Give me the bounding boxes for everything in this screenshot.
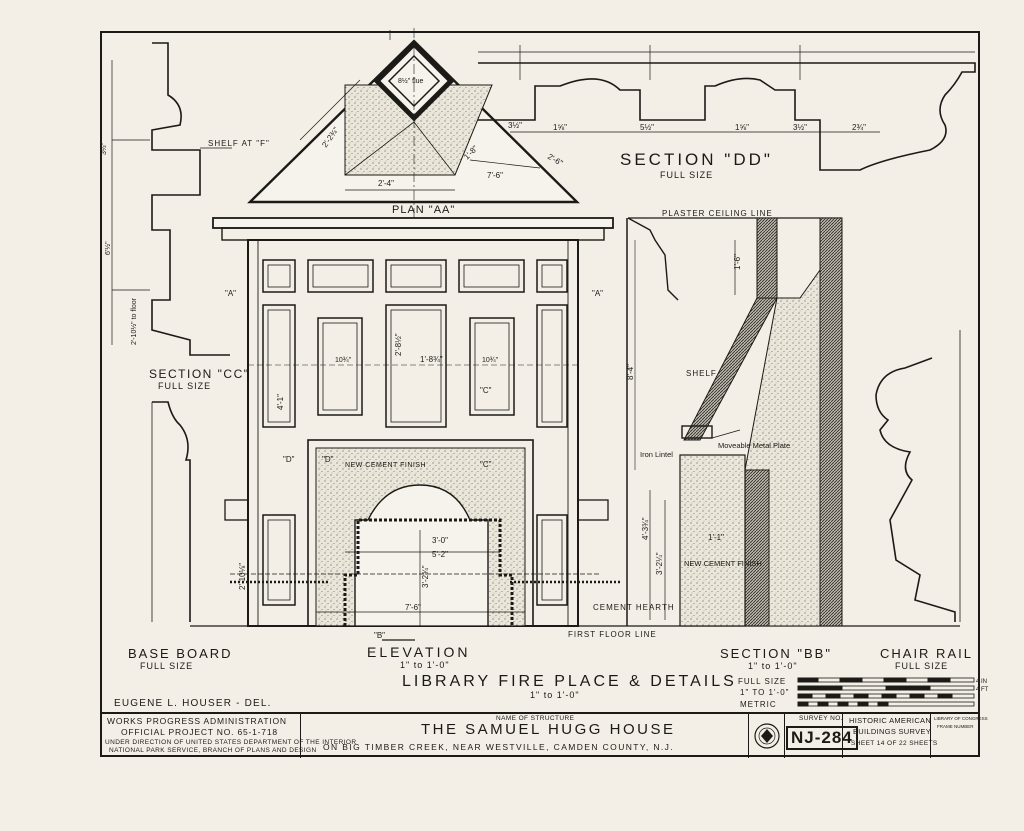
base-board-scale: FULL SIZE [140,661,194,671]
section-cc-profile [111,42,232,356]
plan-dim-3: 2'-6" [546,152,564,168]
title-block-loc: LIBRARY OF CONGRESS FRAME NUMBER [931,714,988,758]
section-bb-dim-5: 1'-1" [708,533,724,542]
elevation-marker-b: "B" [374,631,385,640]
project-number: OFFICIAL PROJECT NO. 65-1-718 [121,727,278,737]
title-block: WORKS PROGRESS ADMINISTRATION OFFICIAL P… [101,712,988,758]
title-block-seal [749,714,785,758]
title-block-agency: WORKS PROGRESS ADMINISTRATION OFFICIAL P… [101,714,356,758]
elevation-marker-c-low: "C" [480,460,492,469]
section-bb-dim-2: 8'-4" [626,364,635,380]
structure-caption: NAME OF STRUCTURE [496,715,575,722]
plan-dim-4: 7'-6" [487,171,503,180]
chair-rail-scale: FULL SIZE [895,661,949,671]
section-cc-dim-3: 2'-10½" to floor [130,297,138,345]
elevation-dim-7: 2'-10⅛" [238,563,247,590]
elevation-marker-a-right: "A" [592,289,603,298]
section-cc-dim-1: 3½" [100,142,108,155]
section-dd-profile [478,45,976,171]
agency-name: WORKS PROGRESS ADMINISTRATION [107,716,287,726]
section-dd-scale: FULL SIZE [660,170,714,180]
service-line: NATIONAL PARK SERVICE, BRANCH OF PLANS A… [109,747,317,754]
survey-number: NJ-284 [786,726,858,750]
section-cc-scale: FULL SIZE [158,381,212,391]
survey-caption: SURVEY NO. [799,715,843,722]
section-dd-dim-3: 5½" [640,123,654,132]
scale-row-full: FULL SIZE [738,677,786,686]
plan-flue-label: 8½" flue [398,77,424,85]
title-block-structure: NAME OF STRUCTURE THE SAMUEL HUGG HOUSE … [301,714,749,758]
direction-line: UNDER DIRECTION OF UNITED STATES DEPARTM… [105,739,357,746]
scale-row-metric: METRIC [740,700,777,709]
section-bb-scale: 1" to 1'-0" [748,661,798,671]
chair-rail-title: CHAIR RAIL [880,646,973,661]
hearth-label: CEMENT HEARTH [593,603,675,612]
elevation-marker-d-left: "D" [283,455,295,464]
section-bb-title: SECTION "BB" [720,646,832,661]
title-block-survey: SURVEY NO. NJ-284 [785,714,858,758]
sheet-title: LIBRARY FIRE PLACE & DETAILS [402,673,737,690]
frame-caption: FRAME NUMBER [937,724,974,729]
sheet-title-scale: 1" to 1'-0" [530,690,580,700]
elevation-finish-label: NEW CEMENT FINISH [345,462,426,469]
plan-dim-5: 2'-4" [378,179,394,188]
section-cc-dim-2: 6'½" [104,241,112,255]
section-bb-finish-label: NEW CEMENT FINISH [684,559,762,568]
elevation-dim-9: 10¾" [335,357,352,364]
section-dd-dim-2: 1⅝" [553,123,567,132]
elevation-dim-1: 2'-8½" [394,333,403,356]
habs-line-2: BUILDINGS SURVEY [853,727,932,736]
section-bb-view [626,217,843,627]
floor-line-label: FIRST FLOOR LINE [568,630,657,639]
elevation-marker-d-mid: "D" [322,455,334,464]
elevation-dim-8: 3'-2¾" [421,565,430,588]
section-dd-dim-4: 1⅝" [735,123,749,132]
scale-unit-in: 4 IN [976,679,987,685]
section-bb-plate-label: Moveable Metal Plate [718,441,790,450]
delineator: EUGENE L. HOUSER - DEL. [114,698,272,709]
nps-seal-icon [754,723,780,749]
section-bb-lintel-label: Iron Lintel [640,450,673,459]
structure-name: THE SAMUEL HUGG HOUSE [421,721,676,738]
section-bb-ceiling-label: PLASTER CEILING LINE [662,209,773,218]
elevation-dim-10: 10¾" [482,357,499,364]
sheet-of: SHEET 14 OF 22 SHEETS [851,740,938,747]
chair-rail-profile [875,330,961,622]
base-board-profile [151,401,191,622]
elevation-dim-2: 4'-1" [276,394,285,410]
section-bb-dim-4: 3'-2¼" [655,552,664,575]
section-dd-dim-1: 3½" [508,121,522,130]
plan-aa-label: PLAN "AA" [392,204,455,216]
section-dd-title: SECTION "DD" [620,150,773,169]
scale-row-inch: 1" TO 1'-0" [740,688,789,697]
title-block-habs: HISTORIC AMERICAN BUILDINGS SURVEY SHEET… [843,714,937,758]
plan-aa-view [247,28,580,220]
sheet-border [100,31,980,757]
elevation-dim-5: 5'-2" [432,550,448,559]
section-dd-dim-5: 3½" [793,123,807,132]
section-cc-title: SECTION "CC" [149,367,250,381]
structure-location: ON BIG TIMBER CREEK, NEAR WESTVILLE, CAM… [323,742,675,752]
elevation-marker-c-top: "C" [480,386,492,395]
graphic-scale [797,677,975,707]
elevation-view [190,217,960,641]
loc-caption: LIBRARY OF CONGRESS [934,716,988,721]
elevation-dim-6: 7'-6" [405,603,421,612]
elevation-dim-4: 3'-0" [432,536,448,545]
scale-unit-ft: 4 FT [976,687,989,693]
base-board-title: BASE BOARD [128,646,233,661]
section-dd-dim-6: 2¾" [852,123,866,132]
section-bb-dim-1: 1'-6" [733,254,742,270]
elevation-title: ELEVATION [367,644,471,660]
elevation-dim-3: 1'-8¾" [420,355,443,364]
section-cc-shelf-label: SHELF AT "F" [208,139,270,148]
section-bb-dim-3: 4'-3¾" [641,517,650,540]
section-bb-shelf-label: SHELF [686,369,717,378]
elevation-marker-a-left: "A" [225,289,236,298]
elevation-scale: 1" to 1'-0" [400,660,450,670]
habs-line-1: HISTORIC AMERICAN [849,716,932,725]
